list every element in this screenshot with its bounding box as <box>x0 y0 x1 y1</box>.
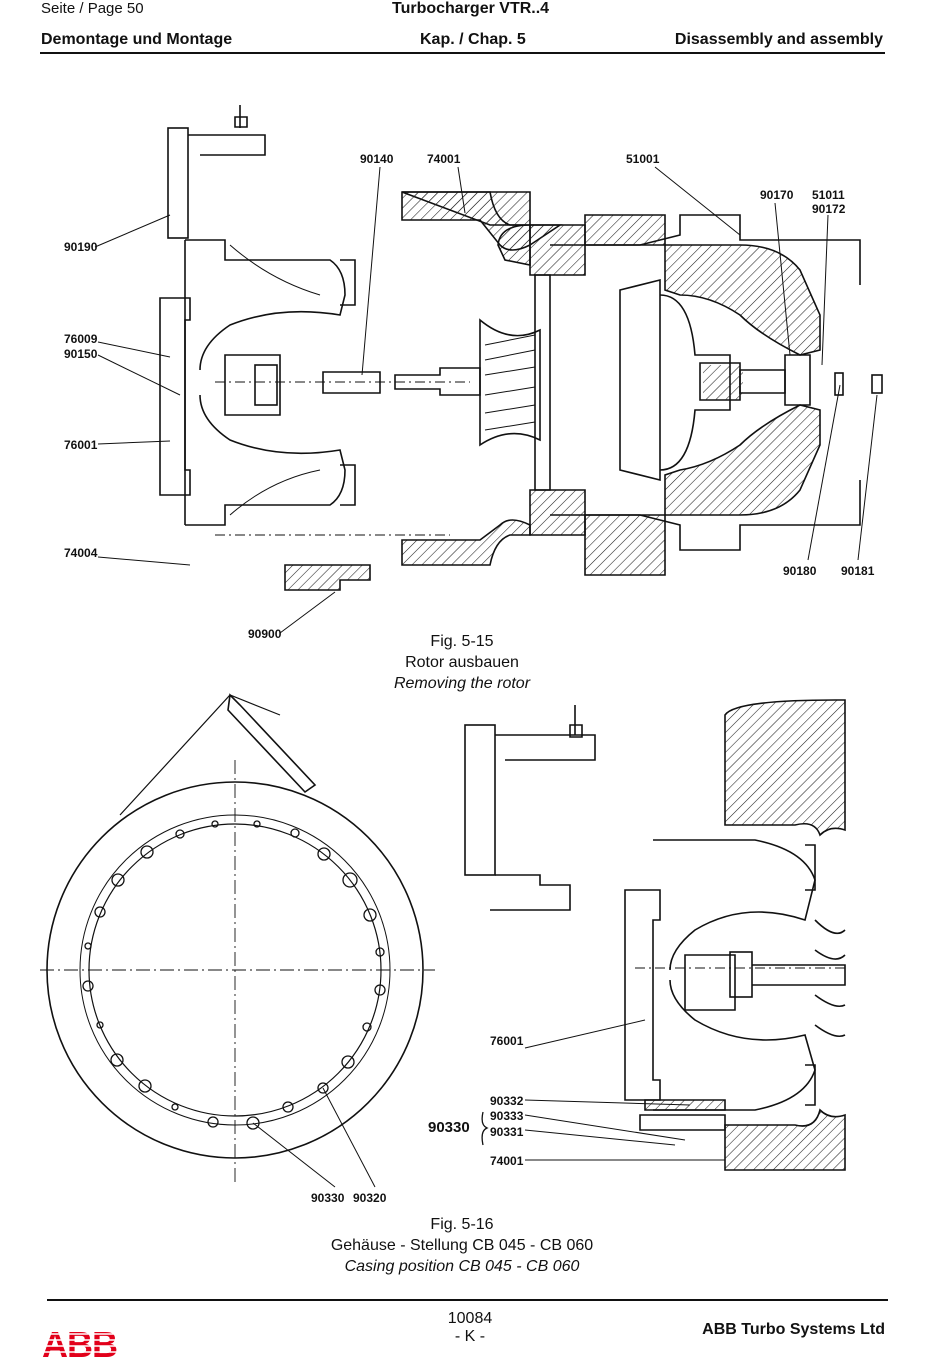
figure-number: Fig. 5-16 <box>430 1216 494 1233</box>
callout-76009: 76009 <box>64 332 98 346</box>
figure-title-en: Removing the rotor <box>393 675 531 692</box>
figure-5-15-caption: Fig. 5-15 Rotor ausbauen Removing the ro… <box>262 631 662 694</box>
callout-90330-group: 90330 <box>428 1119 470 1136</box>
callout-90140: 90140 <box>360 152 394 166</box>
callout-76001: 76001 <box>64 438 98 452</box>
revision: - K - <box>454 1328 486 1345</box>
callout-90333: 90333 <box>490 1109 524 1123</box>
chapter-label: Kap. / Chap. 5 <box>420 31 526 48</box>
callout-90172: 90172 <box>812 202 846 216</box>
figure-title-en: Casing position CB 045 - CB 060 <box>344 1258 580 1275</box>
rotor-removal-drawing: 90140 74001 51001 90170 51011 90172 9019… <box>64 105 883 640</box>
figure-number: Fig. 5-15 <box>430 633 494 650</box>
footer-rule <box>47 1299 888 1301</box>
figure-title-de: Rotor ausbauen <box>405 654 519 671</box>
callout-74004: 74004 <box>64 546 98 560</box>
callout-90190: 90190 <box>64 240 98 254</box>
callout-90332: 90332 <box>490 1094 524 1108</box>
abb-logo: ABB <box>42 1326 120 1360</box>
section-en: Disassembly and assembly <box>674 31 883 48</box>
callout-90170: 90170 <box>760 188 794 202</box>
section-de: Demontage und Montage <box>41 31 233 48</box>
callout-90150: 90150 <box>64 347 98 361</box>
header-rule <box>40 52 885 54</box>
callout-90900: 90900 <box>248 627 282 640</box>
page-label: Seite / Page 50 <box>41 0 144 17</box>
callout-76001-b: 76001 <box>490 1034 524 1048</box>
callout-74001-b: 74001 <box>490 1154 524 1168</box>
product-title: Turbocharger VTR..4 <box>392 0 550 17</box>
casing-position-drawing: 76001 90330 90332 90333 90331 74001 9033… <box>40 693 846 1205</box>
callout-74001: 74001 <box>427 152 461 166</box>
figure-5-16-caption: Fig. 5-16 Gehäuse - Stellung CB 045 - CB… <box>262 1214 662 1277</box>
callout-90331: 90331 <box>490 1125 524 1139</box>
callout-90180: 90180 <box>783 564 817 578</box>
figure-title-de: Gehäuse - Stellung CB 045 - CB 060 <box>330 1237 594 1254</box>
callout-90320: 90320 <box>353 1191 387 1205</box>
footer-doc-info: 10084 - K - <box>370 1310 570 1346</box>
callout-51011: 51011 <box>812 188 845 202</box>
doc-number: 10084 <box>447 1310 493 1327</box>
callout-90330-b: 90330 <box>311 1191 345 1205</box>
company-name: ABB Turbo Systems Ltd <box>702 1321 885 1338</box>
callout-90181: 90181 <box>841 564 875 578</box>
abb-logo-text: ABB <box>42 1326 117 1360</box>
callout-51001: 51001 <box>626 152 660 166</box>
